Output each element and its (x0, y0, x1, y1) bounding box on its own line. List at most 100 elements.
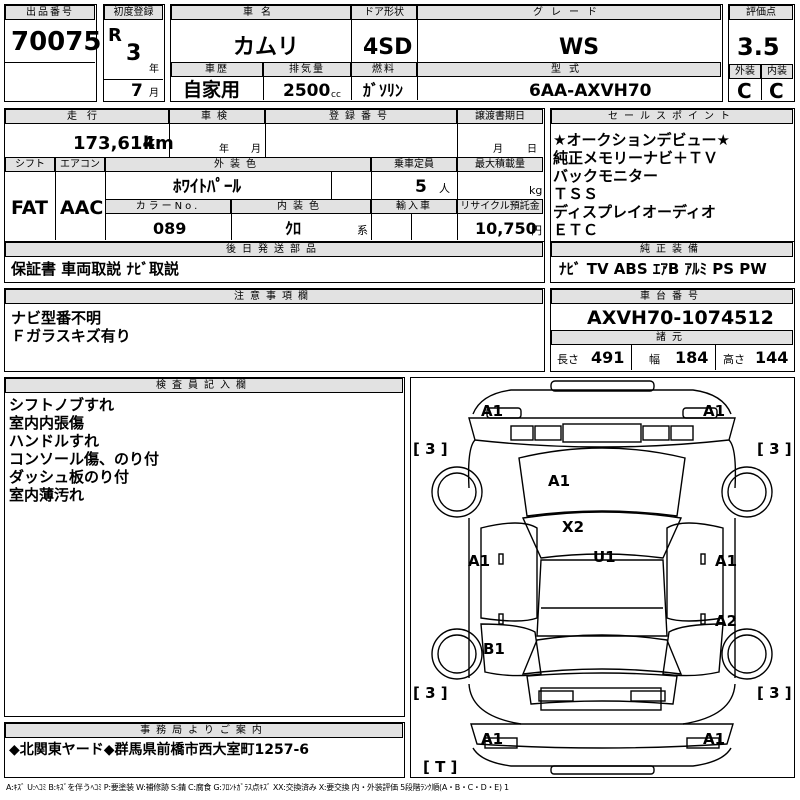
legend: A:ｷｽﾞ U:ﾍｺﾐ B:ｷｽﾞを伴うﾍｺﾐ P:要塗装 W:補修跡 S:錆 … (6, 783, 509, 792)
car-diagram: A1 A1 [ 3 ] [ 3 ] A1 X2 U1 A1 A1 A2 B1 [… (413, 380, 792, 776)
inspector-item: ダッシュ板のり付 (9, 468, 130, 486)
registration-year: 3 (126, 41, 142, 66)
length-label: 長さ (557, 353, 579, 366)
sales-point: ＴＳＳ (553, 185, 599, 203)
later-parts: 保証書 車両取説 ﾅﾋﾞ取説 (11, 260, 179, 278)
mark-bracket-top-right: [ 3 ] (757, 440, 792, 458)
mark-bracket-bottom-left: [ 3 ] (413, 684, 448, 702)
mark-front-right: A1 (703, 402, 725, 420)
mark-bracket-top-left: [ 3 ] (413, 440, 448, 458)
mark-windshield: X2 (562, 518, 584, 536)
displacement-label: 排気量 (263, 62, 351, 77)
inspector-box: 検査員記入欄 シフトノブすれ 室内内張傷 ハンドルすれ コンソール傷、のり付 ダ… (4, 377, 405, 717)
recycle-unit: 円 (531, 224, 542, 237)
interior-color-label: 内装色 (231, 199, 371, 214)
first-registration-label: 初度登録 (104, 5, 163, 20)
door-label: ドア形状 (351, 5, 417, 20)
vehicle-history: 自家用 (183, 79, 241, 101)
sales-point: ＥＴＣ (553, 221, 599, 239)
mark-rear-left: A1 (481, 730, 503, 748)
spec-table: 走行 車検 登録番号 譲渡書期日 173,614 km 年 月 月 日 シフト … (4, 108, 545, 242)
exterior-label: 外装 (729, 64, 761, 79)
note-item: ナビ型番不明 (11, 309, 102, 327)
car-name: カムリ (233, 35, 300, 60)
mileage-unit: km (143, 133, 174, 154)
shift-type: FAT (11, 197, 48, 219)
inspector-list: シフトノブすれ 室内内張傷 ハンドルすれ コンソール傷、のり付 ダッシュ板のり付… (9, 396, 159, 504)
mileage: 173,614 (73, 133, 155, 154)
notes-box: 注意事項欄 ナビ型番不明 Ｆガラスキズ有り (4, 288, 545, 372)
office-info: ◆北関東ヤード◆群馬県前橋市西大室町1257-6 (9, 742, 310, 758)
mark-right-front-door: A1 (715, 552, 737, 570)
interior-grade: C (769, 79, 784, 103)
length: 491 (591, 348, 625, 367)
sales-point: ★オークションデビュー★ (553, 131, 730, 149)
mark-hood: A1 (548, 472, 570, 490)
chassis-box: 車台番号 AXVH70-1074512 諸元 長さ 491 幅 184 高さ 1… (550, 288, 795, 372)
capacity: 5 (415, 177, 427, 197)
recycle-fee: 10,750 (475, 219, 537, 238)
mark-left-front-door: A1 (468, 552, 490, 570)
mark-roof: U1 (593, 548, 616, 566)
inspection-month-unit: 月 (251, 144, 261, 155)
sales-points-box: セールスポイント ★オークションデビュー★ 純正メモリーナビ＋ＴＶ バックモニタ… (550, 108, 795, 242)
mark-front-left: A1 (481, 402, 503, 420)
mark-trunk-bracket: [ T ] (423, 758, 457, 776)
transfer-day-unit: 日 (527, 144, 537, 155)
registration-month: 7 (131, 81, 143, 101)
aircon-type: AAC (60, 197, 104, 219)
sales-points-label: セールスポイント (551, 109, 793, 124)
import-label: 輸入車 (371, 199, 457, 214)
car-info-box: 車名 ドア形状 グレード カムリ 4SD WS 車歴 排気量 燃料 型式 自家用… (170, 4, 723, 102)
office-label: 事務局よりご案内 (5, 723, 403, 738)
grade: WS (559, 35, 600, 60)
lot-label: 出品番号 (5, 5, 95, 20)
sales-point: バックモニター (553, 167, 659, 185)
mark-rear-right: A1 (703, 730, 725, 748)
first-registration-box: 初度登録 R 3 年 7 月 (103, 4, 165, 102)
equipment-label: 純正装備 (551, 242, 793, 257)
width-label: 幅 (649, 353, 660, 366)
capacity-unit: 人 (439, 182, 450, 195)
mark-bracket-bottom-right: [ 3 ] (757, 684, 792, 702)
transfer-month-unit: 月 (493, 144, 503, 155)
transfer-date-label: 譲渡書期日 (457, 109, 543, 124)
grade-label: グレード (417, 5, 721, 20)
equipment-box: 純正装備 ﾅﾋﾞ TV ABS ｴｱB ｱﾙﾐ PS PW (550, 241, 795, 283)
exterior-color: ﾎﾜｲﾄﾊﾟｰﾙ (173, 177, 241, 197)
max-load-label: 最大積載量 (457, 157, 543, 172)
score-label: 評価点 (729, 5, 793, 20)
inspector-item: 室内内張傷 (9, 414, 85, 432)
mark-right-rear-door: A2 (715, 612, 737, 630)
month-unit: 月 (149, 88, 159, 99)
exterior-color-label: 外装色 (105, 157, 371, 172)
lot-box: 出品番号 70075 (4, 4, 101, 102)
car-name-label: 車名 (171, 5, 351, 20)
chassis-label: 車台番号 (551, 289, 793, 304)
inspection-label: 車検 (169, 109, 265, 124)
interior-color: ｸﾛ (285, 219, 302, 238)
inspector-item: シフトノブすれ (9, 396, 115, 414)
model-code: 6AA-AXVH70 (529, 81, 652, 101)
mileage-label: 走行 (5, 109, 169, 124)
damage-diagram-box: A1 A1 [ 3 ] [ 3 ] A1 X2 U1 A1 A1 A2 B1 [… (410, 377, 795, 778)
registration-number-label: 登録番号 (265, 109, 457, 124)
recycle-label: リサイクル預託金 (457, 199, 543, 214)
inspector-item: コンソール傷、のり付 (9, 450, 160, 468)
overall-score: 3.5 (737, 33, 780, 61)
max-load-unit: kg (529, 184, 543, 197)
inspection-year-unit: 年 (219, 144, 229, 155)
history-label: 車歴 (171, 62, 263, 77)
inspector-label: 検査員記入欄 (5, 378, 403, 393)
aircon-label: エアコン (55, 157, 105, 172)
height-label: 高さ (723, 353, 745, 366)
chassis-number: AXVH70-1074512 (587, 307, 774, 329)
equipment: ﾅﾋﾞ TV ABS ｴｱB ｱﾙﾐ PS PW (559, 260, 767, 278)
dimensions-label: 諸元 (551, 330, 793, 345)
fuel-label: 燃料 (351, 62, 417, 77)
displacement: 2500 (283, 81, 331, 101)
notes-list: ナビ型番不明 Ｆガラスキズ有り (11, 309, 131, 345)
displacement-unit: cc (331, 90, 341, 100)
later-parts-label: 後日発送部品 (5, 242, 543, 257)
score-box: 評価点 3.5 外装 内装 C C (728, 4, 795, 102)
